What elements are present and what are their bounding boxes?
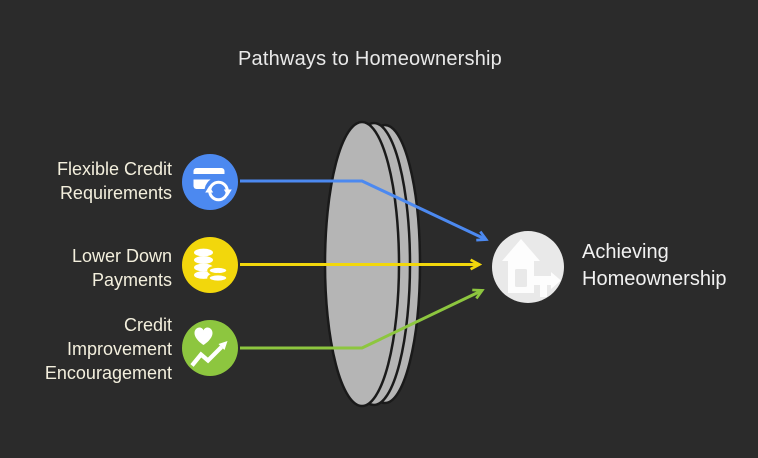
label-line: Credit (123, 315, 172, 335)
page-title: Pathways to Homeownership (237, 48, 502, 70)
result-label: Achieving Homeownership (582, 239, 727, 293)
sync-arrows-glyph (205, 180, 232, 202)
direction-arrow-glyph (534, 272, 561, 297)
credit-card-sync-icon (182, 154, 238, 210)
house-door (515, 269, 527, 287)
label-line: Lower Down (71, 246, 172, 266)
coins-icon (182, 237, 238, 293)
trend-arrow-glyph (190, 341, 228, 367)
label-line: Improvement (66, 339, 172, 359)
connector-credit-improvement (240, 291, 481, 350)
connector-flexible-credit (240, 179, 485, 239)
coin-stack-glyph (194, 248, 229, 284)
label-line: Payments (91, 270, 172, 290)
heart-glyph (194, 327, 213, 345)
heart-trend-icon (182, 320, 238, 376)
item-label-lower-down-payments: Lower Down Payments (0, 244, 172, 292)
label-line: Achieving (582, 241, 669, 263)
label-line: Flexible Credit (56, 159, 172, 179)
label-line: Homeownership (582, 268, 727, 290)
label-line: Requirements (59, 183, 172, 203)
house-arrow-icon (492, 231, 564, 303)
label-line: Encouragement (44, 363, 172, 383)
item-label-credit-improvement: Credit Improvement Encouragement (0, 313, 172, 385)
item-label-flexible-credit: Flexible Credit Requirements (0, 157, 172, 205)
